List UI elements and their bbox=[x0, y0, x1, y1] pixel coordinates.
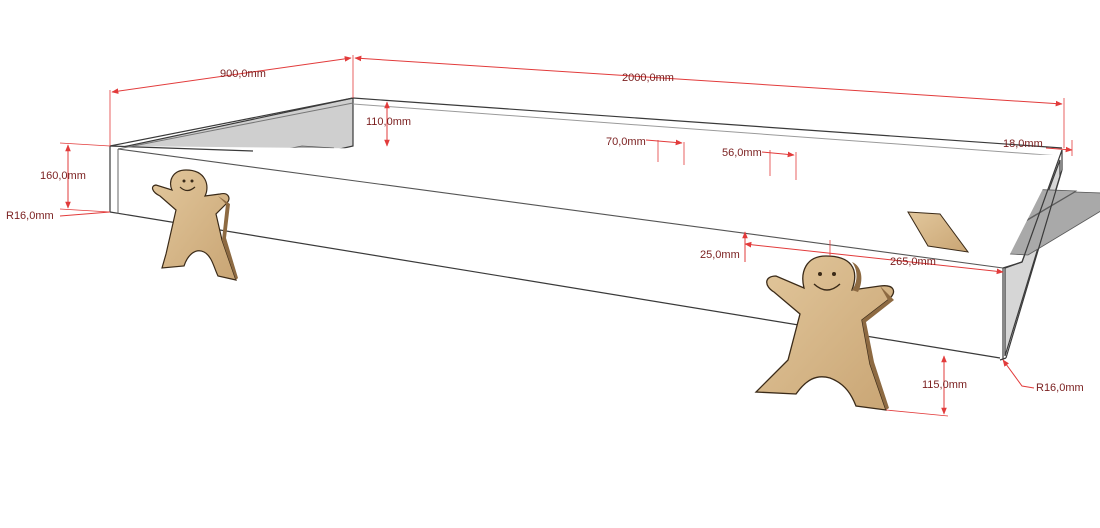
dim-leg-height-label: 115,0mm bbox=[922, 379, 967, 391]
dim-slat-width-label: 70,0mm bbox=[606, 136, 646, 148]
dim-width-label: 900,0mm bbox=[220, 68, 266, 80]
dim-support-spacing-label: 265,0mm bbox=[890, 256, 936, 268]
dim-slat-gap-label: 56,0mm bbox=[722, 147, 762, 159]
dim-radius-left-label: R16,0mm bbox=[6, 210, 54, 222]
dim-side-height-label: 160,0mm bbox=[40, 170, 86, 182]
dimension-lines bbox=[59, 55, 1073, 417]
dim-rail-thickness-label: 18,0mm bbox=[1003, 138, 1043, 150]
left-leg-figure bbox=[151, 169, 238, 281]
dim-slat-drop-label: 110,0mm bbox=[366, 116, 411, 128]
dim-length-label: 2000,0mm bbox=[622, 72, 674, 84]
dim-radius-right-label: R16,0mm bbox=[1036, 382, 1084, 394]
dimension-labels: 900,0mm 2000,0mm 160,0mm R16,0mm 110,0mm… bbox=[6, 68, 1084, 394]
dim-slat-offset-label: 25,0mm bbox=[700, 249, 740, 261]
